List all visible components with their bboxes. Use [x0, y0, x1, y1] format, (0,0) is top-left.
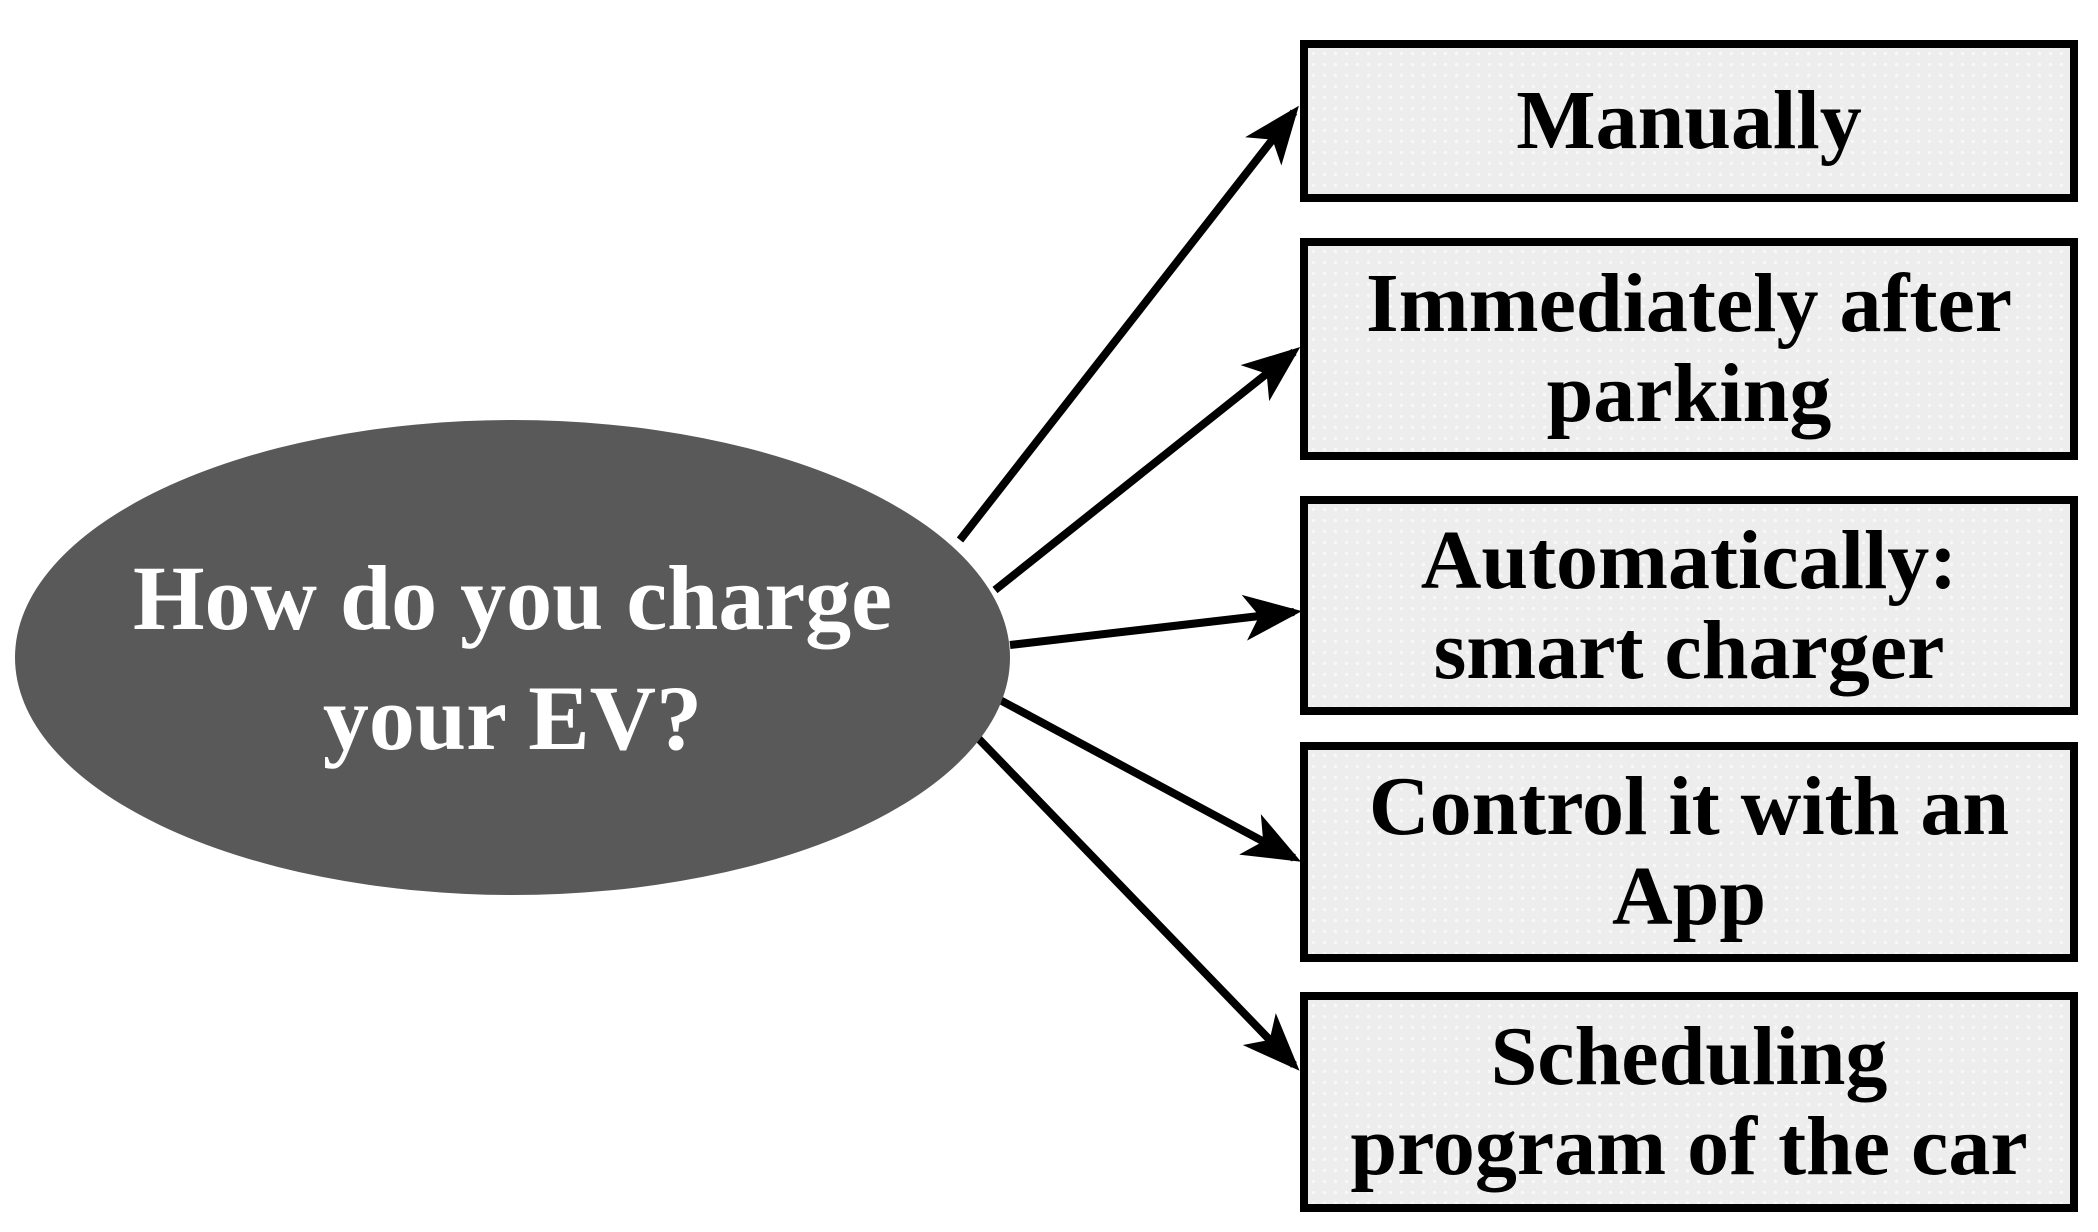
option-box-immediately-after-parking: Immediately after parking	[1300, 238, 2078, 460]
option-box-scheduling-program: Scheduling program of the car	[1300, 992, 2078, 1212]
arrow	[956, 105, 1299, 543]
question-ellipse: How do you charge your EV?	[15, 420, 1010, 895]
arrow	[1009, 594, 1302, 649]
option-box-manually: Manually	[1300, 40, 2078, 202]
connector-arrows	[956, 105, 1302, 1071]
arrow	[972, 732, 1300, 1071]
option-box-control-with-app: Control it with an App	[1300, 742, 2078, 962]
arrow	[998, 696, 1302, 862]
option-box-automatically-smart-charger: Automatically: smart charger	[1300, 496, 2078, 715]
arrow	[992, 347, 1301, 594]
